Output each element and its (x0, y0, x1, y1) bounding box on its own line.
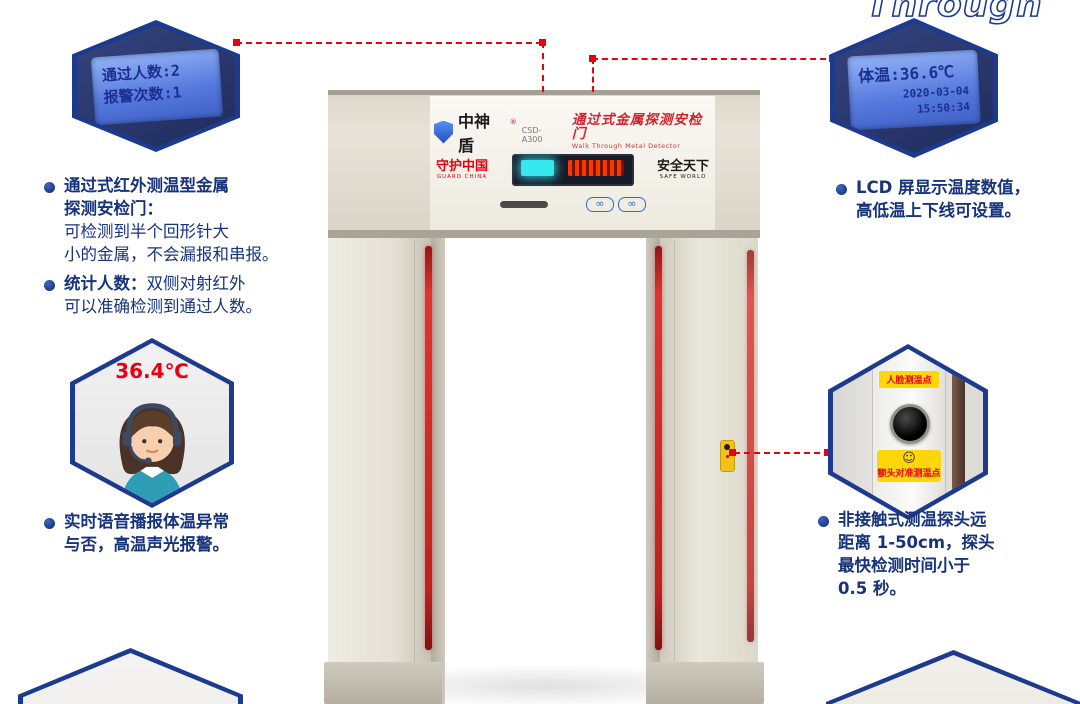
connector-marker (233, 39, 240, 46)
model-number: CSD-A300 (521, 126, 543, 144)
left-pillar-seam (414, 240, 415, 702)
gate-left-pillar (328, 238, 431, 704)
probe-lens-icon (724, 444, 730, 450)
product-name-block: 通过式金属探测安检门 Walk Through Metal Detector (572, 114, 713, 150)
brand-shield-icon (434, 120, 453, 144)
face-icon: ☺ (902, 451, 916, 467)
gate-display-row: 守护中国 GUARD CHINA 安全天下 SAFE WORLD (436, 152, 709, 188)
led-cyan-segment (520, 160, 554, 176)
hex-content (23, 653, 238, 704)
temp-lcd-callout-hex: 体温:36.6℃ 2020-03-04 15:50:34 (830, 18, 998, 158)
bottom-left-callout-hex (18, 648, 243, 704)
probe-indicator-icon (725, 455, 729, 458)
security-gate: 中神盾 ® CSD-A300 通过式金属探测安检门 Walk Through M… (324, 90, 764, 704)
feature-people-counting: 统计人数：双侧对射红外 可以准确检测到通过人数。 (64, 274, 262, 316)
probe-device-column: 人脸测温点 ☺ 额头对准测温点 (872, 349, 946, 515)
connector-marker (539, 39, 546, 46)
body-temp-text: 体温:36.6℃ (857, 61, 955, 86)
left-led-strip (425, 246, 432, 650)
feature-lcd-display: LCD 屏显示温度数值， 高低温上下线可设置。 (856, 178, 1031, 220)
feature-contactless-probe: 非接触式测温探头远 距离 1-50cm，探头 最快检测时间小于 0.5 秒。 (838, 510, 995, 598)
product-name-cn: 通过式金属探测安检门 (571, 112, 703, 142)
counter-lcd-screen: 通过人数:2 报警次数:1 (90, 48, 224, 126)
time-text: 15:50:34 (916, 100, 971, 116)
hex-content: 人脸测温点 ☺ 额头对准测温点 (833, 349, 983, 515)
feature-bullet (44, 280, 55, 291)
gate-header-panel: 中神盾 ® CSD-A300 通过式金属探测安检门 Walk Through M… (430, 96, 715, 230)
connector-temp-lcd-v (592, 58, 594, 92)
probe-bottom-label: ☺ 额头对准测温点 (877, 450, 941, 483)
connector-counter-lcd-v (542, 42, 544, 92)
page-title-partial: Through (865, 0, 1043, 26)
feature-metal-detector: 通过式红外测温型金属 探测安检门： 可检测到半个回形针大 小的金属，不会漏报和串… (64, 176, 279, 264)
gate-left-inner-face (431, 238, 445, 704)
right-pillar-seam (674, 240, 675, 702)
bottom-right-callout-hex (826, 650, 1080, 704)
gate-crossbar-top-edge (328, 90, 760, 95)
probe-bottom-label-text: 额头对准测温点 (877, 469, 941, 480)
gate-crossbar-underside (328, 230, 760, 238)
right-led-strip (655, 246, 662, 650)
slogan-right: 安全天下 SAFE WORLD (656, 158, 709, 180)
probe-callout-hex: 人脸测温点 ☺ 额头对准测温点 (828, 344, 988, 520)
product-name-en: Walk Through Metal Detector (571, 142, 681, 151)
brand-name: 中神盾 (458, 112, 491, 155)
temp-lcd-screen: 体温:36.6℃ 2020-03-04 15:50:34 (847, 49, 981, 131)
gate-lower-row: ∞ ∞ (436, 196, 709, 214)
connector-temp-lcd-h (592, 58, 836, 60)
infinity-logo-icon: ∞ (586, 197, 614, 212)
feature-bullet (44, 518, 55, 529)
probe-top-label: 人脸测温点 (878, 370, 940, 388)
gate-crossbar: 中神盾 ® CSD-A300 通过式金属探测安检门 Walk Through M… (328, 90, 760, 238)
led-display (511, 154, 634, 186)
temperature-sensor-icon (890, 403, 930, 444)
feature-bullet (44, 182, 55, 193)
connector-marker (589, 55, 596, 62)
registered-mark: ® (509, 118, 517, 126)
feature-bullet (818, 516, 829, 527)
announced-temp-text: 36.4℃ (115, 359, 189, 383)
operator-illustration (119, 402, 185, 503)
hex-image (831, 655, 1076, 704)
voice-callout-hex: 36.4℃ (70, 338, 234, 508)
gate-right-pillar (660, 238, 758, 704)
hex-image (23, 653, 238, 704)
connector-probe-h (734, 452, 830, 454)
gate-right-base (646, 662, 764, 704)
connector-counter-lcd-h (236, 42, 542, 44)
gate-left-base (324, 662, 442, 704)
infinity-logo-icon: ∞ (618, 197, 646, 212)
right-outer-led-strip (747, 250, 754, 642)
connector-marker (729, 449, 736, 456)
feature-voice-alert: 实时语音播报体温异常 与否，高温声光报警。 (64, 512, 229, 554)
connector-marker (824, 449, 831, 456)
hex-content (831, 655, 1076, 704)
feature-bullet (836, 184, 847, 195)
hex-content: 36.4℃ (75, 343, 229, 503)
probe-device-edge (951, 349, 965, 515)
counter-lcd-callout-hex: 通过人数:2 报警次数:1 (72, 20, 240, 152)
speaker-icon (500, 201, 548, 208)
temperature-probe-on-gate (720, 440, 735, 472)
led-red-digits (567, 160, 624, 176)
slogan-left: 守护中国 GUARD CHINA (436, 158, 489, 180)
gate-brand-row: 中神盾 ® CSD-A300 通过式金属探测安检门 Walk Through M… (434, 112, 713, 155)
